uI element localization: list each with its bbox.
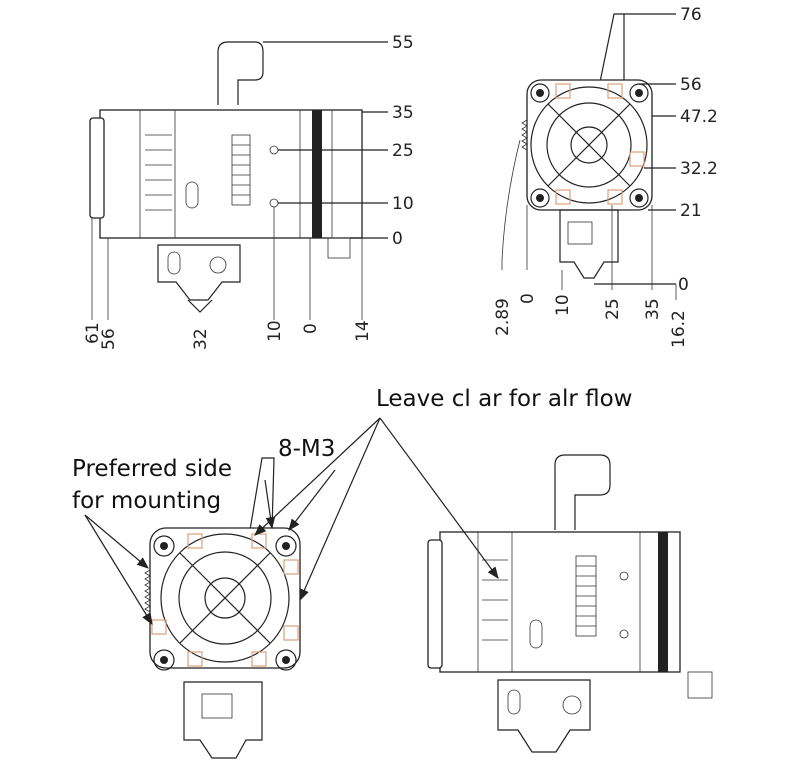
front-view-drawing xyxy=(501,13,677,300)
front-dim-21: 21 xyxy=(680,201,702,221)
mounting-note-line1: Preferred side xyxy=(72,456,232,482)
side-dim-32: 32 xyxy=(191,328,211,350)
mounting-view-drawing xyxy=(84,417,381,759)
airflow-view-drawing xyxy=(379,417,713,753)
side-dim-10b: 10 xyxy=(265,320,285,342)
front-dim-32-2: 32.2 xyxy=(680,159,718,179)
side-dim-35: 35 xyxy=(392,103,414,123)
front-dim-10: 10 xyxy=(553,294,573,316)
side-view-drawing xyxy=(89,41,388,320)
front-dim-35: 35 xyxy=(643,298,663,320)
front-dim-56: 56 xyxy=(680,75,702,95)
front-dim-25: 25 xyxy=(603,298,623,320)
side-dim-55: 55 xyxy=(392,33,414,53)
side-dim-25: 25 xyxy=(392,141,414,161)
front-dim-76: 76 xyxy=(680,5,702,25)
front-dim-2-89: 2.89 xyxy=(493,298,513,336)
side-dim-0: 0 xyxy=(392,229,403,249)
mounting-note-line2: for mounting xyxy=(72,488,221,514)
side-dim-61: 61 xyxy=(83,322,103,344)
front-dim-0: 0 xyxy=(678,275,689,295)
side-dim-0b: 0 xyxy=(301,323,321,334)
side-dim-14: 14 xyxy=(353,320,373,342)
side-dim-10: 10 xyxy=(392,194,414,214)
airflow-note: Leave cl ar for alr flow xyxy=(376,386,633,412)
front-dim-0b: 0 xyxy=(518,293,538,304)
side-dim-56: 56 xyxy=(99,328,119,350)
screws-note: 8-M3 xyxy=(278,436,335,462)
front-dim-47-2: 47.2 xyxy=(680,107,718,127)
front-dim-16-2: 16.2 xyxy=(669,310,689,348)
